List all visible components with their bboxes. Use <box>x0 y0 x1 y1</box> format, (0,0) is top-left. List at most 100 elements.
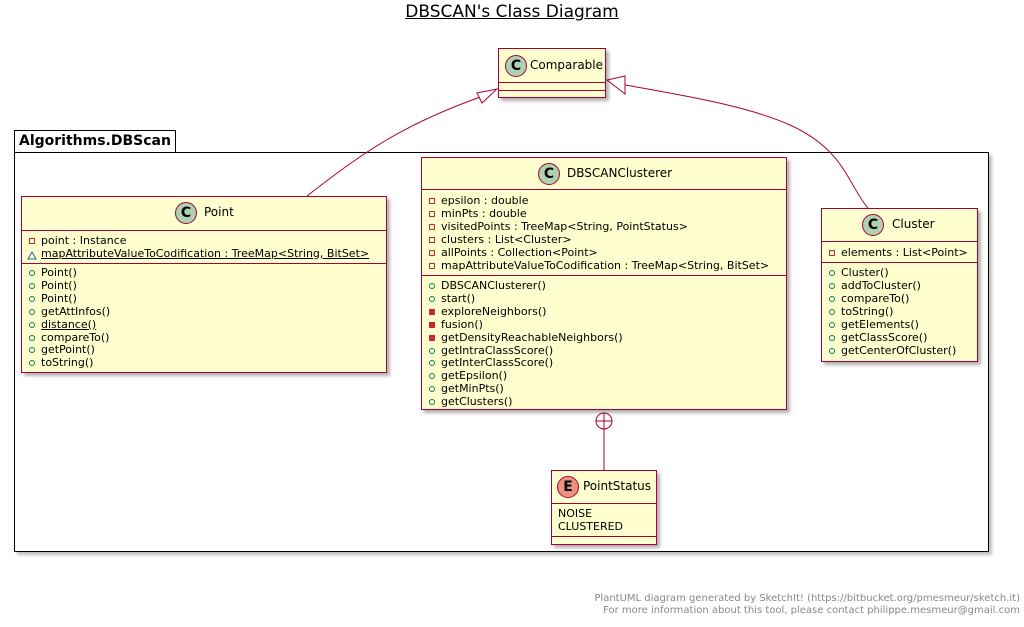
realization-arrow-point <box>476 88 499 104</box>
public-visibility-icon <box>429 283 435 289</box>
class-name: Point <box>204 205 234 219</box>
private-visibility-icon <box>429 198 435 204</box>
private-visibility-icon <box>429 308 435 315</box>
member-text: minPts : double <box>441 207 527 220</box>
package-name: Algorithms.DBScan <box>19 133 171 149</box>
public-visibility-icon <box>29 347 35 354</box>
member-text: getMinPts() <box>441 382 504 396</box>
diagram-title: DBSCAN's Class Diagram <box>405 2 619 22</box>
public-visibility-icon <box>829 335 835 341</box>
public-visibility-icon <box>29 334 35 341</box>
member-text: mapAttributeValueToCodification : TreeMa… <box>41 246 370 260</box>
member-text: getClusters() <box>441 395 513 409</box>
class-name: DBSCANClusterer <box>567 166 673 180</box>
private-visibility-icon <box>429 250 435 256</box>
member-text: mapAttributeValueToCodification : TreeMa… <box>441 259 770 272</box>
member-text: clusters : List<Cluster> <box>441 233 572 246</box>
private-visibility-icon <box>29 238 35 244</box>
public-visibility-icon <box>29 321 35 328</box>
footer-line-1: PlantUML diagram generated by SketchIt! … <box>594 593 1020 604</box>
public-visibility-icon <box>829 283 835 289</box>
private-visibility-icon <box>429 237 435 243</box>
member-text: distance() <box>41 317 97 331</box>
member-text: getDensityReachableNeighbors() <box>441 330 623 344</box>
class-comparable[interactable]: C Comparable <box>498 48 606 98</box>
member-text: Point() <box>41 266 77 279</box>
class-divider <box>552 503 656 504</box>
member-text: getAttInfos() <box>41 304 111 318</box>
package-tab: Algorithms.DBScan <box>14 130 176 152</box>
class-divider <box>22 230 386 231</box>
member-text: fusion() <box>441 317 483 331</box>
member-text: Point() <box>41 278 77 292</box>
member-text: getElements() <box>841 318 919 331</box>
member-text: getPoint() <box>41 343 95 357</box>
public-visibility-icon <box>429 360 435 367</box>
class-divider <box>22 263 386 264</box>
private-visibility-icon <box>429 334 435 341</box>
private-visibility-icon <box>829 250 835 256</box>
member-text: elements : List<Point> <box>841 246 968 259</box>
member-text: toString() <box>841 305 894 318</box>
member-text: getIntraClassScore() <box>441 343 554 357</box>
class-cluster[interactable]: C Cluster elements : List<Point> Cluster… <box>821 208 978 362</box>
package-visibility-icon <box>27 250 37 259</box>
enum-stereotype-icon: E <box>557 476 579 498</box>
enum-name: PointStatus <box>583 479 652 493</box>
class-stereotype-icon: C <box>538 163 560 185</box>
public-visibility-icon <box>429 295 435 302</box>
private-visibility-icon <box>429 263 435 269</box>
public-visibility-icon <box>29 360 35 367</box>
public-visibility-icon <box>29 282 35 289</box>
class-name: Cluster <box>892 217 935 231</box>
public-visibility-icon <box>29 295 35 302</box>
class-divider <box>499 82 605 83</box>
public-visibility-icon <box>829 270 835 276</box>
relation-point-comparable <box>306 94 487 197</box>
enum-value: CLUSTERED <box>558 520 624 533</box>
class-divider <box>422 189 786 190</box>
class-divider <box>552 536 656 537</box>
footer: PlantUML diagram generated by SketchIt! … <box>594 593 1020 617</box>
member-text: getClassScore() <box>841 331 928 344</box>
class-divider <box>822 262 977 263</box>
class-divider <box>499 90 605 91</box>
public-visibility-icon <box>429 399 435 406</box>
public-visibility-icon <box>829 348 835 354</box>
member-text: Cluster() <box>841 266 889 279</box>
public-visibility-icon <box>829 322 835 328</box>
member-text: point : Instance <box>41 234 127 247</box>
class-stereotype-icon: C <box>175 202 197 224</box>
public-visibility-icon <box>829 309 835 315</box>
member-text: Point() <box>41 291 77 305</box>
private-visibility-icon <box>429 211 435 217</box>
member-text: getInterClassScore() <box>441 356 554 370</box>
class-stereotype-icon: C <box>505 55 527 77</box>
member-text: exploreNeighbors() <box>441 304 547 318</box>
member-text: visitedPoints : TreeMap<String, PointSta… <box>441 220 688 233</box>
public-visibility-icon <box>29 308 35 315</box>
relation-cluster-comparable <box>619 83 869 209</box>
public-visibility-icon <box>429 373 435 380</box>
class-stereotype-icon: C <box>862 214 884 236</box>
member-text: DBSCANClusterer() <box>441 279 546 292</box>
class-divider <box>422 275 786 276</box>
member-text: getEpsilon() <box>441 369 508 383</box>
member-text: addToCluster() <box>841 279 921 292</box>
public-visibility-icon <box>429 386 435 393</box>
private-visibility-icon <box>429 224 435 230</box>
member-text: getCenterOfCluster() <box>841 344 957 357</box>
class-name: Comparable <box>530 58 604 72</box>
class-divider <box>822 241 977 242</box>
member-text: compareTo() <box>41 330 110 344</box>
enum-pointstatus[interactable]: E PointStatus NOISE CLUSTERED <box>551 470 657 545</box>
member-text: start() <box>441 291 476 305</box>
member-text: compareTo() <box>841 292 910 305</box>
public-visibility-icon <box>429 347 435 354</box>
member-text: allPoints : Collection<Point> <box>441 246 598 259</box>
private-visibility-icon <box>429 321 435 328</box>
member-text: epsilon : double <box>441 194 529 207</box>
